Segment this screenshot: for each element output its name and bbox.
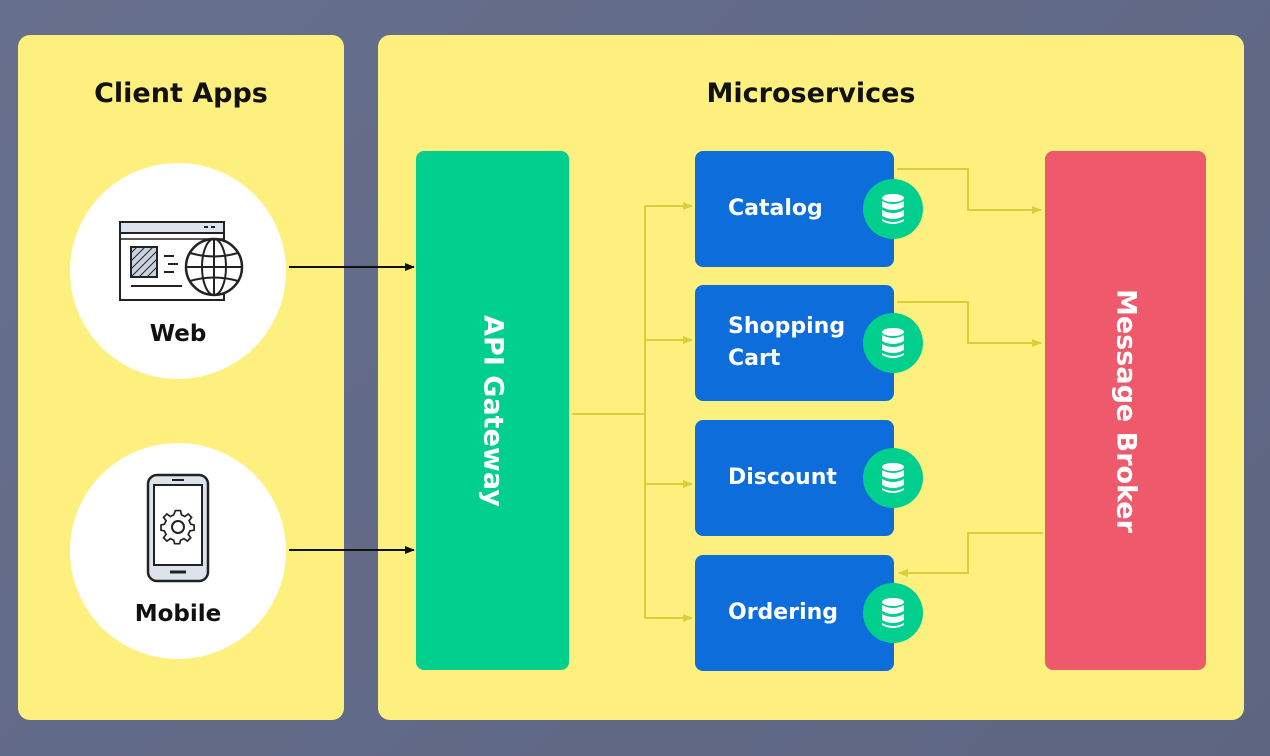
service-label: Catalog xyxy=(728,196,823,221)
microservices-title: Microservices xyxy=(706,78,916,109)
api-gateway: API Gateway xyxy=(416,151,569,670)
database-icon xyxy=(863,583,923,643)
client-apps-title: Client Apps xyxy=(94,78,268,109)
service-label: Discount xyxy=(728,465,837,490)
database-icon xyxy=(863,179,923,239)
service-shopping-cart: Shopping Cart xyxy=(695,285,923,401)
message-broker-label: Message Broker xyxy=(1110,288,1141,533)
service-label: Ordering xyxy=(728,600,839,625)
web-browser-globe-icon xyxy=(119,221,244,301)
database-icon xyxy=(863,448,923,508)
mobile-phone-gear-icon xyxy=(146,473,210,583)
mobile-client: Mobile xyxy=(70,443,286,659)
service-label: Shopping Cart xyxy=(728,314,846,371)
service-discount: Discount xyxy=(695,420,923,536)
gateway-to-services-arrows xyxy=(572,202,693,622)
mobile-label: Mobile xyxy=(134,601,222,627)
message-broker: Message Broker xyxy=(1045,151,1206,670)
database-icon xyxy=(863,313,923,373)
service-ordering: Ordering xyxy=(695,555,923,671)
web-label: Web xyxy=(149,321,207,347)
service-catalog: Catalog xyxy=(695,151,923,267)
api-gateway-label: API Gateway xyxy=(477,314,508,507)
services-broker-arrows xyxy=(897,168,1043,577)
web-client: Web xyxy=(70,163,286,379)
